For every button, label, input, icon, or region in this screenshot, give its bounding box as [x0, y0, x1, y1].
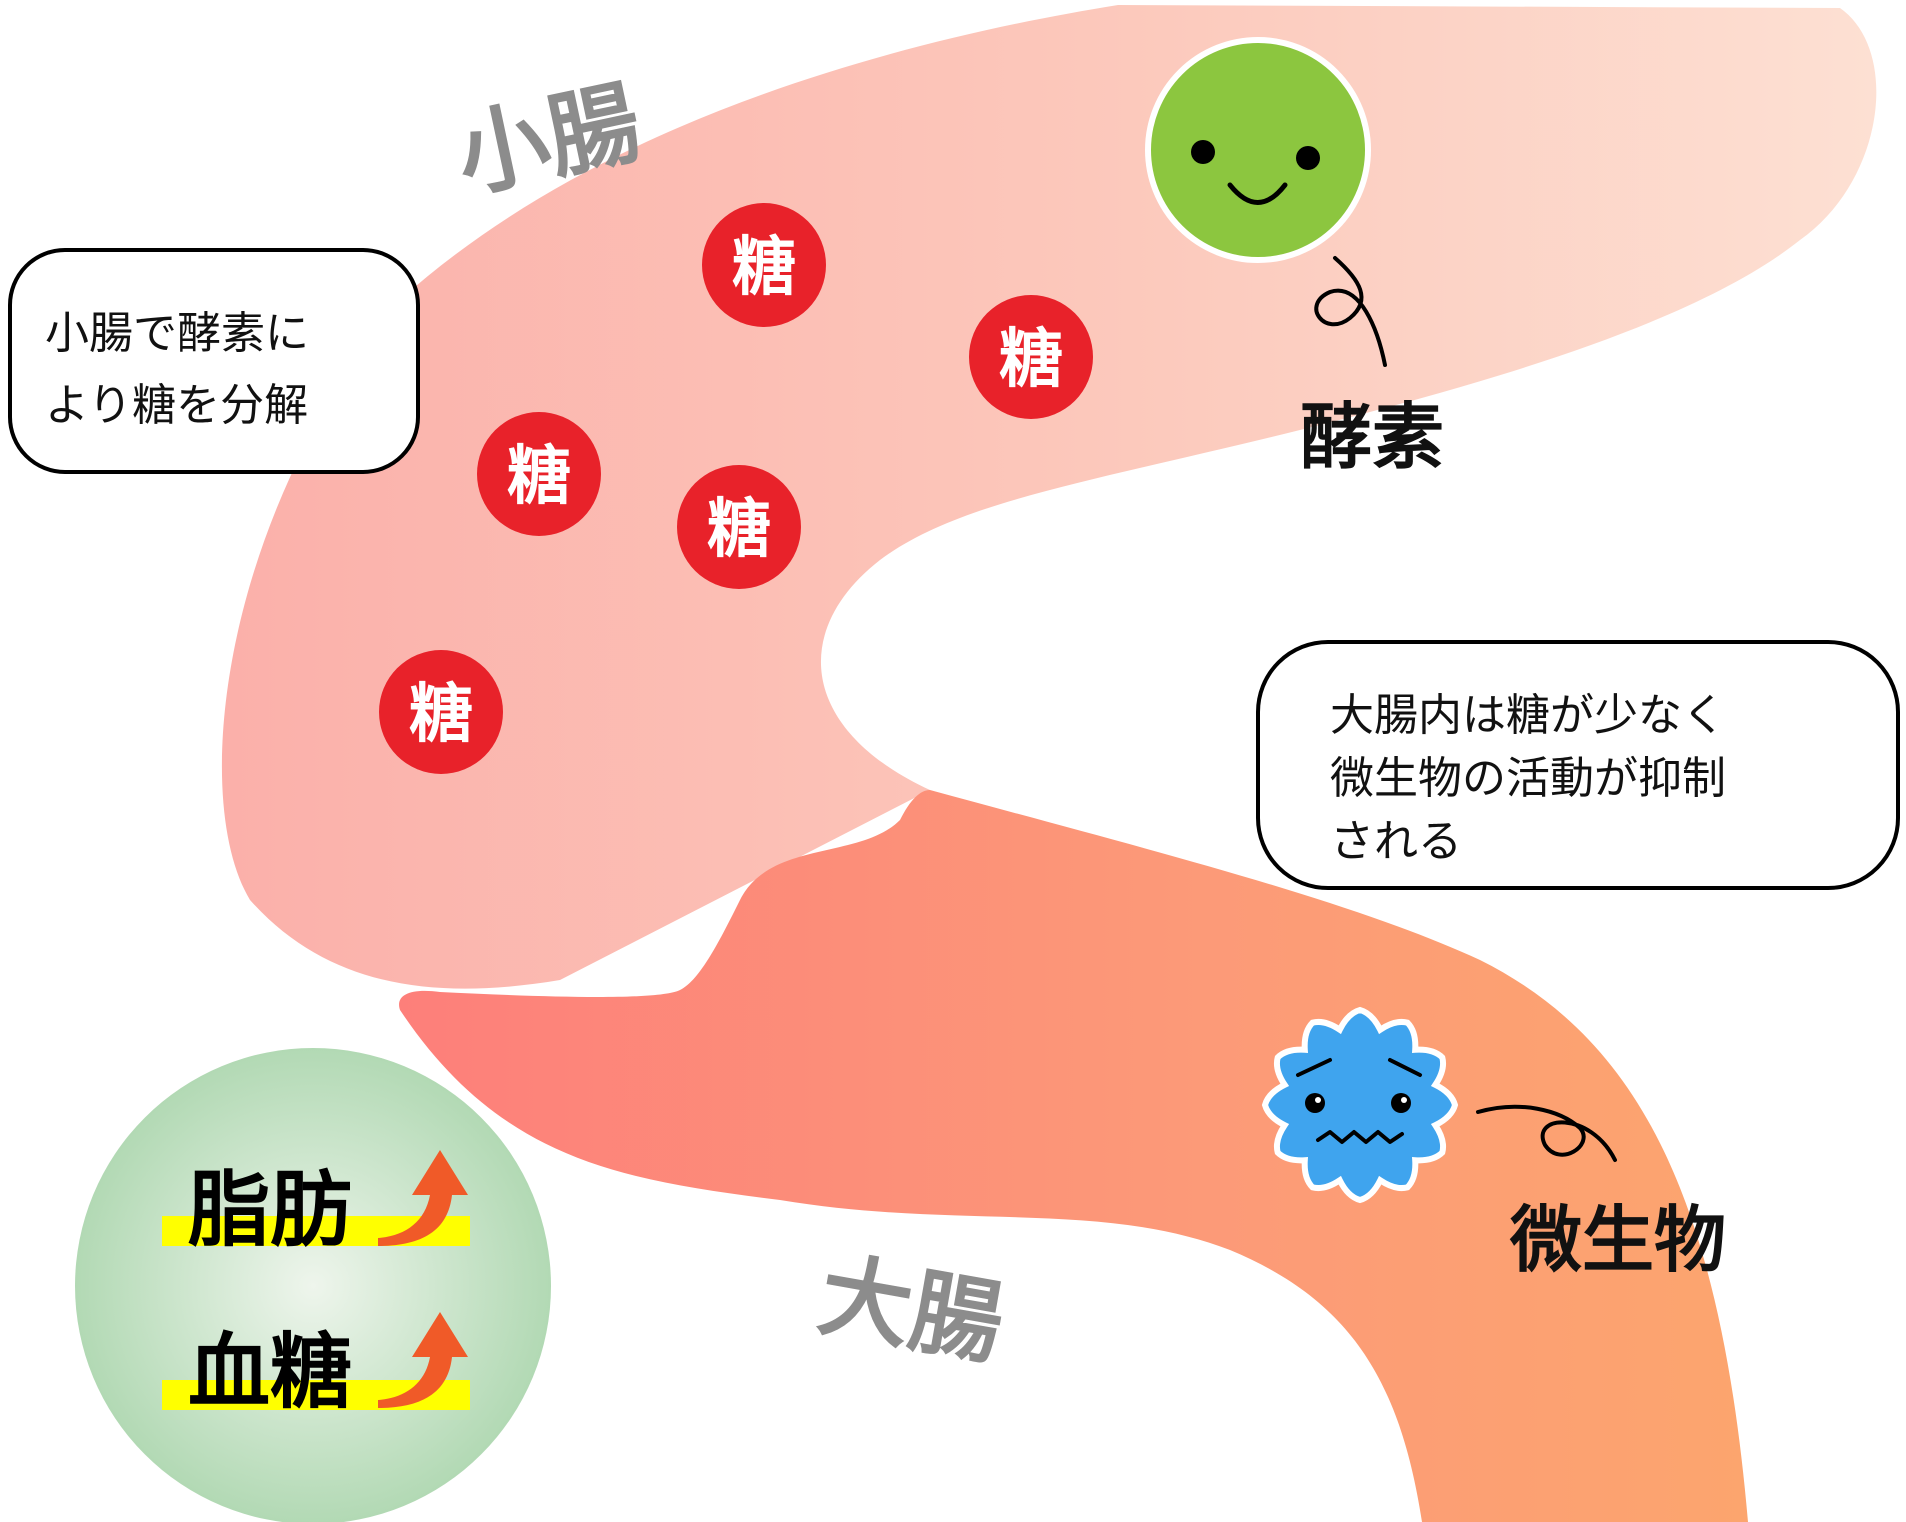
sugar-label: 糖 [707, 493, 771, 567]
microbe-label: 微生物 [1509, 1198, 1726, 1282]
sugar-2: 糖 [969, 295, 1093, 419]
microbe-character [1261, 1006, 1617, 1204]
fat-label: 脂肪 [188, 1163, 352, 1258]
sugar-label: 糖 [732, 231, 796, 305]
callout-large-line-3: される [1330, 816, 1462, 867]
callout-large-line-1: 大腸内は糖が少なく [1330, 690, 1726, 741]
sugar-5: 糖 [379, 650, 503, 774]
large-intestine-band [399, 790, 1748, 1522]
enzyme-smile [1227, 182, 1288, 205]
callout-large-line-2: 微生物の活動が抑制 [1330, 753, 1726, 804]
enzyme-label: 酵素 [1300, 395, 1444, 479]
microbe-mouth [1316, 1130, 1404, 1144]
sugar-label: 糖 [999, 323, 1063, 397]
small-intestine-band [221, 5, 1877, 989]
blood-sugar-up-arrow-icon [378, 1312, 468, 1408]
callout-small-line-1: 小腸で酵素に [45, 308, 309, 359]
microbe-brow-right [1388, 1058, 1422, 1077]
large-intestine-label: 大腸 [811, 1241, 1011, 1378]
sugar-4: 糖 [677, 465, 801, 589]
sugar-1: 糖 [702, 203, 826, 327]
sugar-label: 糖 [507, 440, 571, 514]
microbe-brow-left [1296, 1058, 1332, 1077]
callout-large-intestine: 大腸内は糖が少なく 微生物の活動が抑制 される [1256, 640, 1900, 890]
enzyme-eye-left [1191, 140, 1215, 164]
sugar-label: 糖 [409, 678, 473, 752]
enzyme-eye-right [1296, 146, 1320, 170]
microbe-tail [1476, 1104, 1617, 1162]
summary-circle: 脂肪 血糖 [75, 1048, 551, 1522]
microbe-body [1261, 1006, 1459, 1204]
enzyme-character [1145, 37, 1387, 367]
fat-up-arrow-icon [378, 1150, 468, 1246]
blood-sugar-label: 血糖 [188, 1325, 352, 1420]
sugar-3: 糖 [477, 412, 601, 536]
enzyme-tail [1314, 256, 1387, 367]
microbe-eye-right [1391, 1093, 1411, 1113]
callout-small-line-2: より糖を分解 [45, 380, 308, 431]
microbe-eye-left [1305, 1093, 1325, 1113]
callout-small-intestine: 小腸で酵素に より糖を分解 [8, 248, 420, 474]
